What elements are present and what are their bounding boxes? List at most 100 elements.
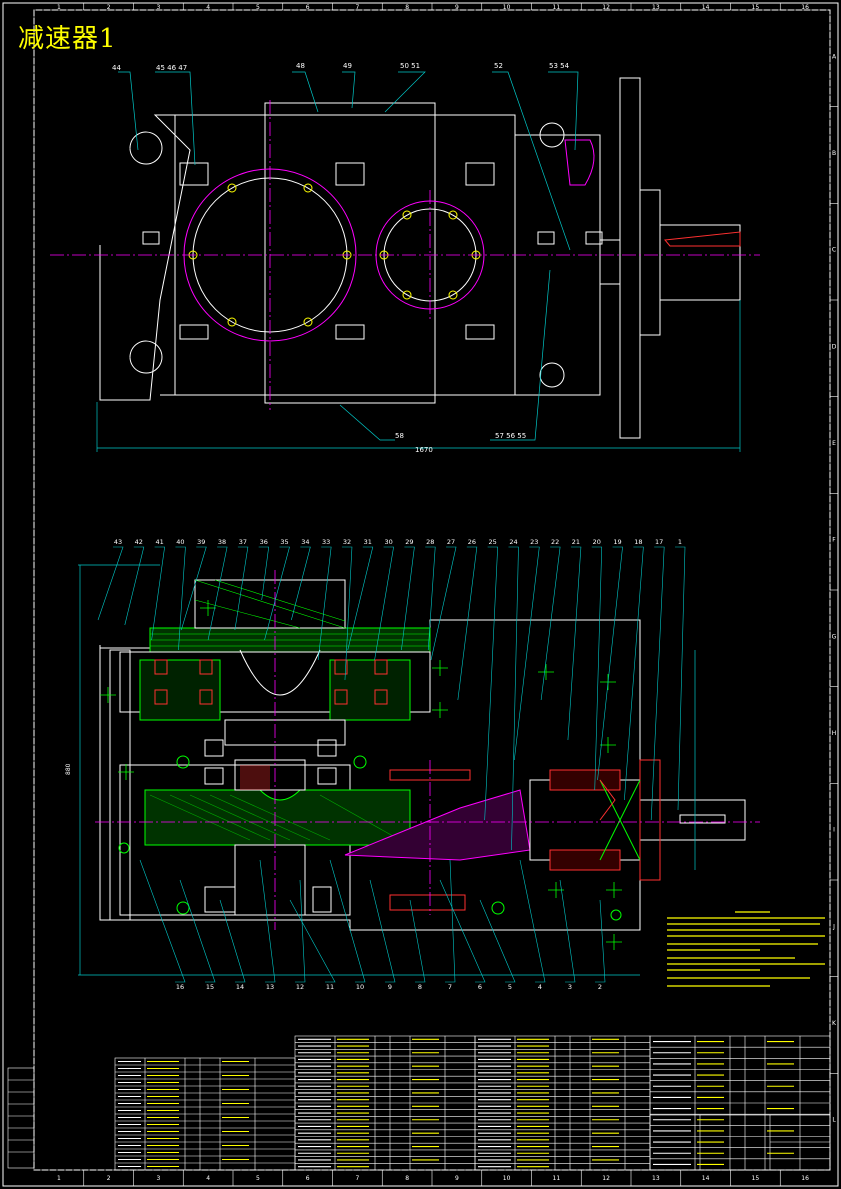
- section-callout-17: 17: [655, 538, 663, 546]
- column-label-top: 3: [156, 4, 160, 11]
- column-label-bottom: 8: [405, 1175, 409, 1182]
- section-callout-21: 21: [572, 538, 580, 546]
- column-label-bottom: 15: [752, 1175, 760, 1182]
- parts-list-entries: [118, 1038, 794, 1168]
- section-callout-20: 20: [593, 538, 601, 546]
- dimension-880: 880: [65, 763, 72, 775]
- column-label-top: 14: [702, 4, 710, 11]
- section-callout-38: 38: [218, 538, 226, 546]
- column-label-bottom: 3: [156, 1175, 160, 1182]
- row-label: C: [832, 247, 836, 254]
- column-label-top: 7: [355, 4, 359, 11]
- column-label-top: 13: [652, 4, 660, 11]
- column-label-bottom: 12: [602, 1175, 610, 1182]
- section-callout-43: 43: [114, 538, 122, 546]
- column-label-bottom: 14: [702, 1175, 710, 1182]
- section-callout-18: 18: [634, 538, 642, 546]
- column-label-bottom: 1: [57, 1175, 61, 1182]
- column-label-top: 2: [107, 4, 111, 11]
- callout-44: 44: [112, 64, 121, 72]
- top-view-gearbox: [50, 77, 760, 452]
- column-label-bottom: 9: [455, 1175, 459, 1182]
- row-label: A: [832, 53, 837, 60]
- row-label: G: [832, 633, 837, 640]
- section-callout-31: 31: [364, 538, 372, 546]
- column-label-top: 8: [405, 4, 409, 11]
- section-callout-41: 41: [155, 538, 163, 546]
- callout-52: 52: [494, 62, 503, 70]
- section-callout-5: 5: [508, 983, 512, 991]
- section-callout-32: 32: [343, 538, 351, 546]
- column-label-top: 12: [602, 4, 610, 11]
- section-callout-9: 9: [388, 983, 392, 991]
- section-callout-12: 12: [296, 983, 304, 991]
- column-label-top: 4: [206, 4, 210, 11]
- section-view-gearbox: [78, 564, 760, 976]
- top-view-callout-labels: 44 45 46 47 48 49 50 51 52 53 54 58 57 5…: [112, 62, 570, 454]
- column-label-top: 15: [752, 4, 760, 11]
- top-view-leaders: [118, 71, 579, 441]
- section-callout-24: 24: [509, 538, 517, 546]
- column-label-bottom: 7: [355, 1175, 359, 1182]
- row-label: F: [832, 537, 836, 544]
- section-callout-19: 19: [613, 538, 621, 546]
- section-callout-36: 36: [260, 538, 268, 546]
- column-label-bottom: 11: [553, 1175, 561, 1182]
- column-label-top: 6: [306, 4, 310, 11]
- column-label-top: 1: [57, 4, 61, 11]
- section-callout-42: 42: [135, 538, 143, 546]
- row-label: E: [832, 440, 836, 447]
- section-callout-15: 15: [206, 983, 214, 991]
- column-label-top: 11: [553, 4, 561, 11]
- row-label: L: [832, 1117, 836, 1124]
- column-label-bottom: 6: [306, 1175, 310, 1182]
- revision-stamp: [7, 1067, 35, 1169]
- column-label-top: 9: [455, 4, 459, 11]
- column-label-bottom: 2: [107, 1175, 111, 1182]
- section-callout-3: 3: [568, 983, 572, 991]
- section-callout-8: 8: [418, 983, 422, 991]
- section-callout-10: 10: [356, 983, 364, 991]
- row-label: B: [832, 150, 836, 157]
- row-label: D: [832, 343, 837, 350]
- section-callout-4: 4: [538, 983, 542, 991]
- section-callout-23: 23: [530, 538, 538, 546]
- section-callout-13: 13: [266, 983, 274, 991]
- section-callout-30: 30: [384, 538, 392, 546]
- section-view-leaders: [97, 546, 686, 983]
- callout-58: 58: [395, 432, 404, 440]
- column-tick-marks: [83, 3, 781, 1186]
- column-label-top: 16: [801, 4, 809, 11]
- callout-48: 48: [296, 62, 305, 70]
- row-label: J: [832, 923, 835, 930]
- section-callout-1: 1: [678, 538, 682, 546]
- section-callout-25: 25: [489, 538, 497, 546]
- callout-57-56-55: 57 56 55: [495, 432, 526, 440]
- column-label-bottom: 13: [652, 1175, 660, 1182]
- row-labels: A B C D E F G H I J K L: [830, 53, 838, 1124]
- section-callout-26: 26: [468, 538, 476, 546]
- callout-50-51: 50 51: [400, 62, 420, 70]
- section-callout-29: 29: [405, 538, 413, 546]
- column-label-bottom: 10: [503, 1175, 511, 1182]
- column-label-top: 10: [503, 4, 511, 11]
- row-label: I: [833, 827, 835, 834]
- row-label: K: [832, 1020, 837, 1027]
- section-callout-11: 11: [326, 983, 334, 991]
- section-callout-34: 34: [301, 538, 309, 546]
- section-callout-22: 22: [551, 538, 559, 546]
- parts-list-tables: [114, 1035, 831, 1171]
- section-callout-14: 14: [236, 983, 244, 991]
- section-callout-35: 35: [280, 538, 288, 546]
- row-label: H: [832, 730, 837, 737]
- section-callout-6: 6: [478, 983, 482, 991]
- section-callout-40: 40: [176, 538, 184, 546]
- column-label-top: 5: [256, 4, 260, 11]
- section-callout-37: 37: [239, 538, 247, 546]
- section-callout-33: 33: [322, 538, 330, 546]
